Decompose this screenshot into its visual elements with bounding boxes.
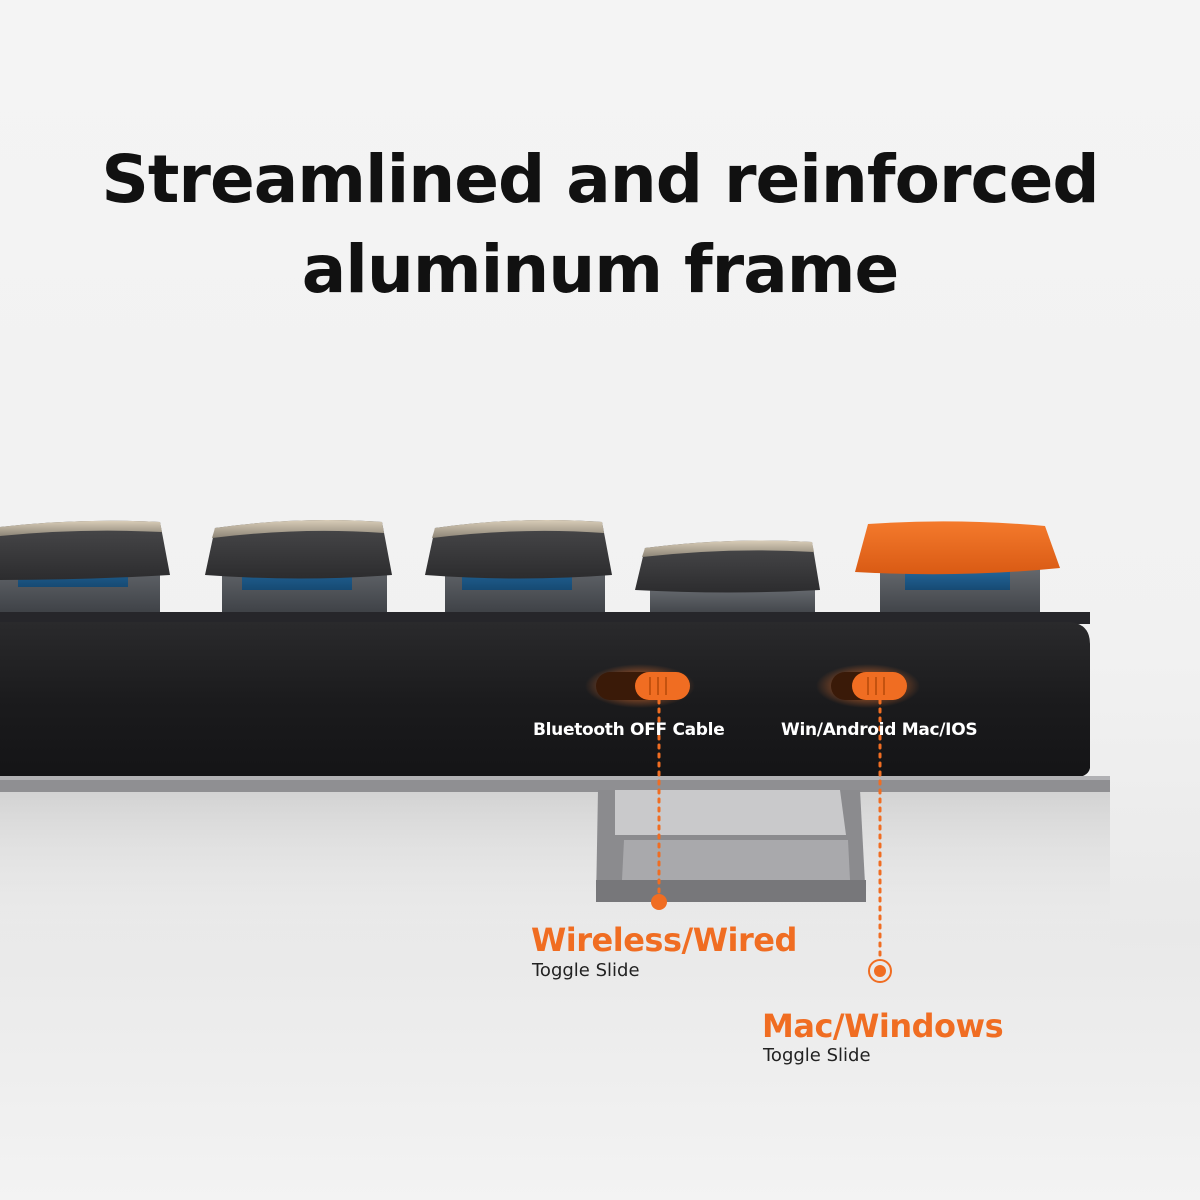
wireless-callout-subtitle: Toggle Slide [532,960,640,981]
keycap-3 [425,520,612,579]
os-toggle[interactable] [816,664,920,708]
floor-shadow [0,790,1110,960]
connection-toggle[interactable] [585,664,695,708]
os-switch-label: Win/Android Mac/IOS [781,720,978,740]
keycap-1 [0,520,170,580]
headline: Streamlined and reinforced aluminum fram… [0,135,1200,315]
keycap-orange [855,521,1060,575]
headline-line-1: Streamlined and reinforced [101,141,1099,218]
leader-line-mac [868,698,892,983]
leader-line-wireless [651,698,667,910]
mac-callout-title: Mac/Windows [762,1007,1004,1045]
connection-switch-label: Bluetooth OFF Cable [533,720,725,740]
headline-line-2: aluminum frame [301,231,900,308]
plate [0,612,1090,624]
keycap-4 [635,540,820,593]
mac-callout-subtitle: Toggle Slide [763,1045,871,1066]
wireless-callout-title: Wireless/Wired [531,921,797,959]
kickstand-foot [596,790,866,902]
aluminum-frame [0,622,1110,792]
keycap-2 [205,520,392,579]
